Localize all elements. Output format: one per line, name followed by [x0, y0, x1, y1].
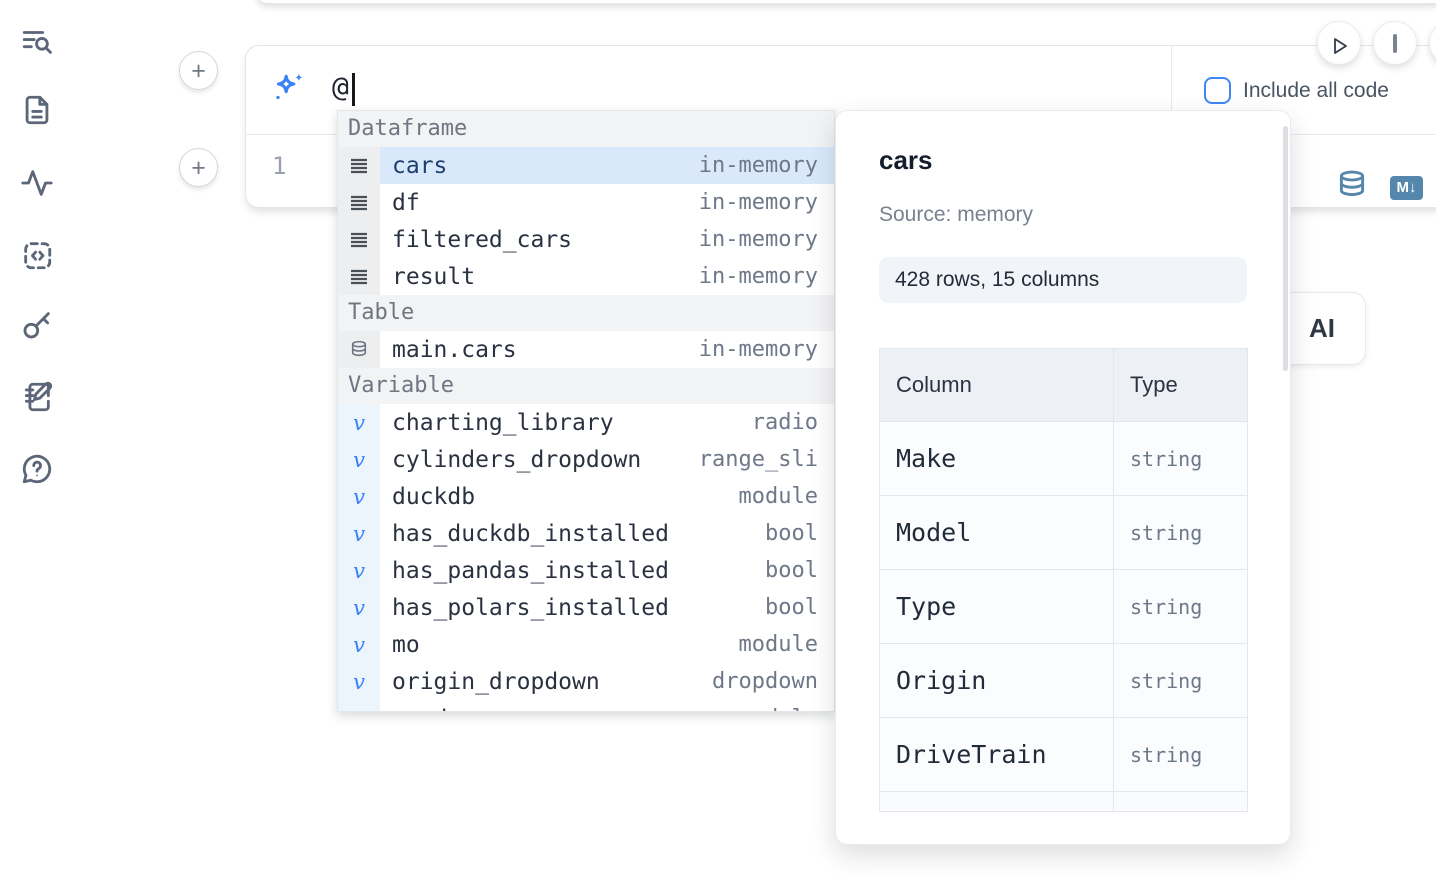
variable-icon: v [338, 663, 380, 700]
variable-icon: v [338, 700, 380, 711]
sidebar-item-scratchpad[interactable] [18, 379, 56, 417]
code-snippet-icon [20, 241, 54, 275]
autocomplete-item-pandas[interactable]: v pandasmodule [338, 700, 834, 711]
variable-icon: v [338, 478, 380, 515]
sidebar-item-activity[interactable] [18, 165, 56, 203]
variable-icon: v [338, 552, 380, 589]
dataframe-icon [338, 184, 380, 221]
section-header-variable: Variable [338, 368, 834, 404]
variable-icon: v [338, 515, 380, 552]
add-cell-above-button[interactable]: + [179, 51, 218, 90]
sparkles-icon [268, 70, 308, 110]
section-header-dataframe: Dataframe [338, 111, 834, 147]
ai-panel-label: AI [1309, 313, 1335, 343]
run-cell-button[interactable] [1317, 21, 1361, 65]
preview-shape-badge: 428 rows, 15 columns [879, 257, 1247, 303]
sidebar-item-files[interactable] [18, 92, 56, 130]
text-search-icon [20, 30, 54, 61]
popup-scrollbar[interactable] [1283, 126, 1288, 371]
table-header-row: Column Type [880, 349, 1247, 422]
variable-icon: v [338, 441, 380, 478]
play-icon [1326, 37, 1352, 62]
preview-source: Source: memory [879, 203, 1034, 226]
sidebar-item-secrets[interactable] [18, 307, 56, 345]
variable-icon: v [338, 404, 380, 441]
help-chat-icon [20, 454, 54, 489]
file-document-icon [20, 95, 54, 130]
include-all-code-checkbox[interactable] [1204, 77, 1231, 104]
sidebar-item-snippets[interactable] [18, 237, 56, 275]
table-row: Type string [880, 570, 1247, 644]
preview-schema-table: Column Type Make string Model string Typ… [879, 348, 1248, 812]
sidebar-item-table-of-contents[interactable] [18, 23, 56, 61]
preview-title: cars [879, 145, 933, 175]
variable-icon: v [338, 626, 380, 663]
ai-prompt-input[interactable]: @ [332, 70, 349, 103]
database-icon[interactable] [1337, 169, 1367, 203]
prompt-divider [1171, 46, 1172, 134]
key-icon [20, 311, 54, 345]
stop-icon [1393, 33, 1397, 53]
text-cursor [352, 73, 355, 106]
markdown-icon[interactable]: M↓ [1390, 176, 1423, 200]
sidebar [0, 0, 72, 874]
add-cell-below-button[interactable]: + [179, 148, 218, 187]
table-row-partial [880, 792, 1247, 811]
previous-cell-edge [255, 0, 1436, 4]
dataframe-icon [338, 221, 380, 258]
table-row: Make string [880, 422, 1247, 496]
scratchpad-icon [20, 381, 54, 417]
variable-icon: v [338, 589, 380, 626]
table-row: Model string [880, 496, 1247, 570]
dataframe-icon [338, 258, 380, 295]
table-database-icon [338, 331, 380, 368]
table-row: Origin string [880, 644, 1247, 718]
include-all-code-label: Include all code [1243, 79, 1389, 102]
type-header: Type [1130, 372, 1178, 397]
column-header: Column [880, 349, 1114, 421]
stop-button[interactable] [1373, 21, 1417, 65]
dataframe-icon [338, 147, 380, 184]
activity-icon [20, 169, 54, 203]
line-number: 1 [272, 152, 287, 180]
table-row: DriveTrain string [880, 718, 1247, 792]
section-header-table: Table [338, 295, 834, 331]
sidebar-item-help[interactable] [18, 451, 56, 489]
dataframe-preview-popup: cars Source: memory 428 rows, 15 columns… [835, 110, 1291, 845]
